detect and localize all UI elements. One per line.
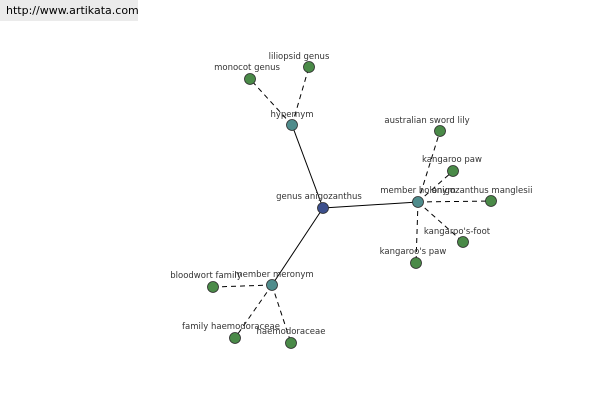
- node-liliopsid[interactable]: [303, 61, 315, 73]
- node-label-liliopsid[interactable]: liliopsid genus: [269, 52, 330, 62]
- source-url[interactable]: http://www.artikata.com: [0, 0, 139, 21]
- edges-layer: [212, 66, 492, 344]
- node-label-monocot[interactable]: monocot genus: [214, 63, 280, 73]
- edge-hypernym-liliopsid: [291, 66, 310, 126]
- node-label-kangaroos-paw[interactable]: kangaroo's paw: [380, 247, 447, 257]
- node-kangaroos-paw[interactable]: [410, 257, 422, 269]
- labels-layer: genus anigozanthus hypernym member holonym…: [170, 52, 532, 337]
- node-bloodwort[interactable]: [207, 281, 219, 293]
- edge-holonym-manglesii: [417, 200, 492, 203]
- edge-meronym-haemodoraceae: [271, 284, 292, 344]
- node-haemodoraceae[interactable]: [285, 337, 297, 349]
- node-label-kangaroo-foot[interactable]: kangaroo's-foot: [424, 227, 491, 237]
- edge-holonym-kangaroo-paw: [417, 170, 454, 203]
- node-label-haemodoraceae-family[interactable]: family haemodoraceae: [182, 322, 280, 332]
- node-meronym[interactable]: [266, 279, 278, 291]
- node-label-center[interactable]: genus anigozanthus: [276, 192, 362, 202]
- node-label-bloodwort[interactable]: bloodwort family: [170, 271, 241, 281]
- node-label-kangaroo-paw[interactable]: kangaroo paw: [422, 155, 482, 165]
- edge-center-meronym: [271, 207, 324, 286]
- node-kangaroo-foot[interactable]: [457, 236, 469, 248]
- edge-center-hypernym: [291, 124, 324, 209]
- edge-holonym-kangaroos-paw: [415, 201, 419, 264]
- node-haemodoraceae-family[interactable]: [229, 332, 241, 344]
- node-holonym[interactable]: [412, 196, 424, 208]
- node-label-meronym[interactable]: member meronym: [234, 270, 313, 280]
- edge-holonym-sword-lily: [417, 130, 441, 203]
- node-center[interactable]: [317, 202, 329, 214]
- node-hypernym[interactable]: [286, 119, 298, 131]
- node-monocot[interactable]: [244, 73, 256, 85]
- node-label-sword-lily[interactable]: australian sword lily: [384, 116, 469, 126]
- node-label-haemodoraceae[interactable]: haemodoraceae: [257, 327, 326, 337]
- edge-holonym-kangaroo-foot: [417, 201, 464, 243]
- edge-meronym-bloodwort: [212, 284, 273, 288]
- node-manglesii[interactable]: [485, 195, 497, 207]
- node-label-manglesii[interactable]: anigozanthus manglesii: [432, 186, 533, 196]
- nodes-layer: [207, 61, 497, 349]
- node-kangaroo-paw[interactable]: [447, 165, 459, 177]
- edge-hypernym-monocot: [249, 78, 293, 126]
- edge-center-holonym: [322, 201, 419, 209]
- node-sword-lily[interactable]: [434, 125, 446, 137]
- edge-meronym-haemodoraceae-family: [234, 284, 273, 339]
- node-label-hypernym[interactable]: hypernym: [270, 110, 313, 120]
- node-label-holonym[interactable]: member holonym: [380, 186, 455, 196]
